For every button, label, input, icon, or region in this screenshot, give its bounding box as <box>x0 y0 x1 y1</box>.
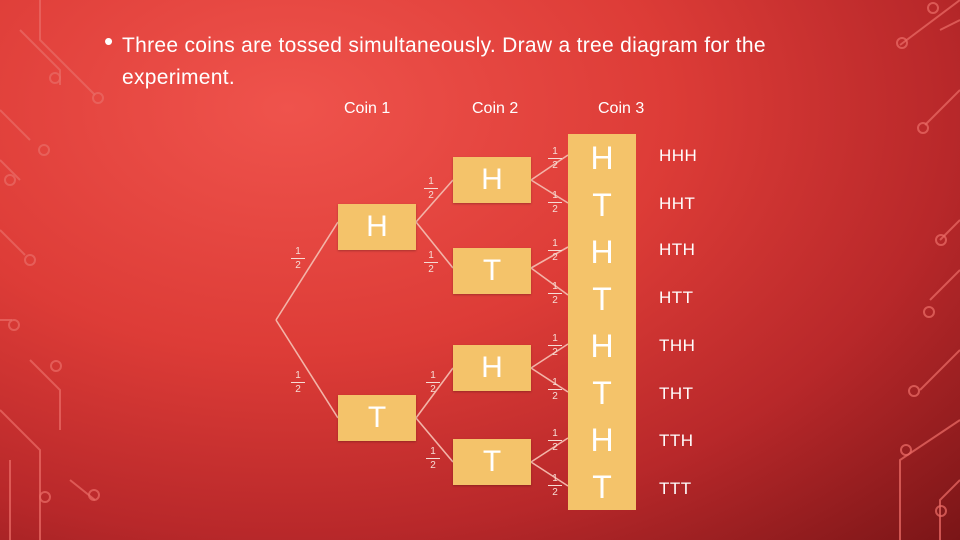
column-label-coin-1: Coin 1 <box>344 100 391 117</box>
coin3-node-4: T <box>568 275 636 322</box>
coin3-node-6: T <box>568 369 636 416</box>
coin3-node-5: H <box>568 322 636 369</box>
branch-tt-t <box>530 461 569 487</box>
outcome-3: HTH <box>659 240 696 259</box>
column-label-coin-2: Coin 2 <box>472 100 519 117</box>
coin3-node-1: H <box>568 134 636 181</box>
branch-t-t <box>415 417 454 463</box>
branch-root-t <box>275 319 339 419</box>
slide-title: Three coins are tossed simultaneously. D… <box>122 34 766 89</box>
outcome-8: TTT <box>659 479 692 498</box>
outcome-5: THH <box>659 336 696 355</box>
coin2-node-ht: T <box>453 248 531 294</box>
coin3-node-8: T <box>568 463 636 510</box>
coin3-node-7: H <box>568 416 636 463</box>
branch-t-h <box>415 367 454 419</box>
outcome-4: HTT <box>659 288 694 307</box>
branch-h-t <box>415 221 454 269</box>
outcome-7: TTH <box>659 431 694 450</box>
coin1-node-t: T <box>338 395 416 441</box>
outcome-2: HHT <box>659 194 696 213</box>
branch-hh-h <box>530 154 569 181</box>
branch-h-h <box>415 179 454 223</box>
branch-tt-h <box>530 437 569 463</box>
coin3-node-2: T <box>568 181 636 228</box>
bullet-icon: • <box>104 26 114 56</box>
coin1-node-h: H <box>338 204 416 250</box>
coin3-node-3: H <box>568 228 636 275</box>
branch-th-h <box>530 343 569 369</box>
outcome-6: THT <box>659 384 694 403</box>
column-label-coin-3: Coin 3 <box>598 100 645 117</box>
coin2-node-th: H <box>453 345 531 391</box>
coin2-node-tt: T <box>453 439 531 485</box>
outcome-1: HHH <box>659 146 698 165</box>
branch-th-t <box>530 367 569 393</box>
coin2-node-hh: H <box>453 157 531 203</box>
branch-hh-t <box>530 179 569 204</box>
branch-ht-t <box>530 267 569 296</box>
branch-root-h <box>275 221 339 321</box>
